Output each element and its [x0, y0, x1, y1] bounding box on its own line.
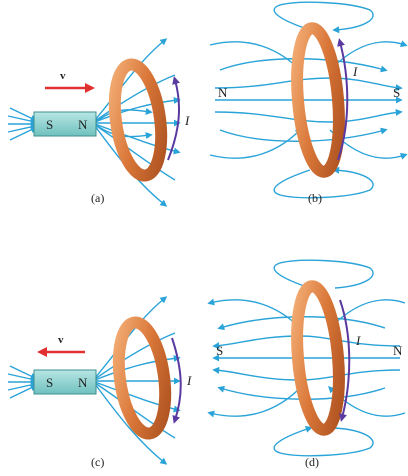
loop-ring-c [112, 316, 172, 440]
loop-ring-a [108, 58, 168, 182]
caption-d: (d) [305, 455, 319, 469]
magnet-pole-left-a: S [46, 117, 53, 132]
caption-b: (b) [308, 191, 322, 205]
field-lines-a [7, 38, 181, 207]
panel-d: I S N (d) [207, 259, 406, 469]
loop-ring-b [291, 22, 345, 178]
pole-right-b: S [393, 85, 400, 100]
panel-a: S N v I (a) [7, 38, 190, 207]
velocity-label-c: v [58, 334, 64, 346]
caption-c: (c) [91, 455, 104, 469]
current-arrow-d [339, 299, 351, 422]
magnet-pole-right-a: N [78, 117, 88, 132]
current-arrow-b [337, 38, 349, 161]
caption-a: (a) [91, 191, 104, 205]
current-label-d: I [355, 333, 361, 348]
current-arrow-a [167, 76, 181, 161]
pole-left-d: S [216, 343, 223, 358]
current-arrow-c [171, 337, 182, 424]
current-label-c: I [186, 373, 192, 388]
panel-c: S N v I (c) [7, 296, 192, 469]
current-label-a: I [184, 113, 190, 128]
velocity-label-a: v [60, 70, 66, 82]
bar-magnet-c [33, 369, 97, 395]
magnet-pole-left-c: S [46, 375, 53, 390]
panel-b: I N S (b) [209, 1, 408, 205]
loop-ring-d [291, 280, 345, 436]
magnet-pole-right-c: N [78, 375, 88, 390]
current-label-b: I [352, 64, 358, 79]
pole-left-b: N [218, 85, 228, 100]
pole-right-d: N [393, 343, 403, 358]
bar-magnet-a [33, 111, 97, 137]
